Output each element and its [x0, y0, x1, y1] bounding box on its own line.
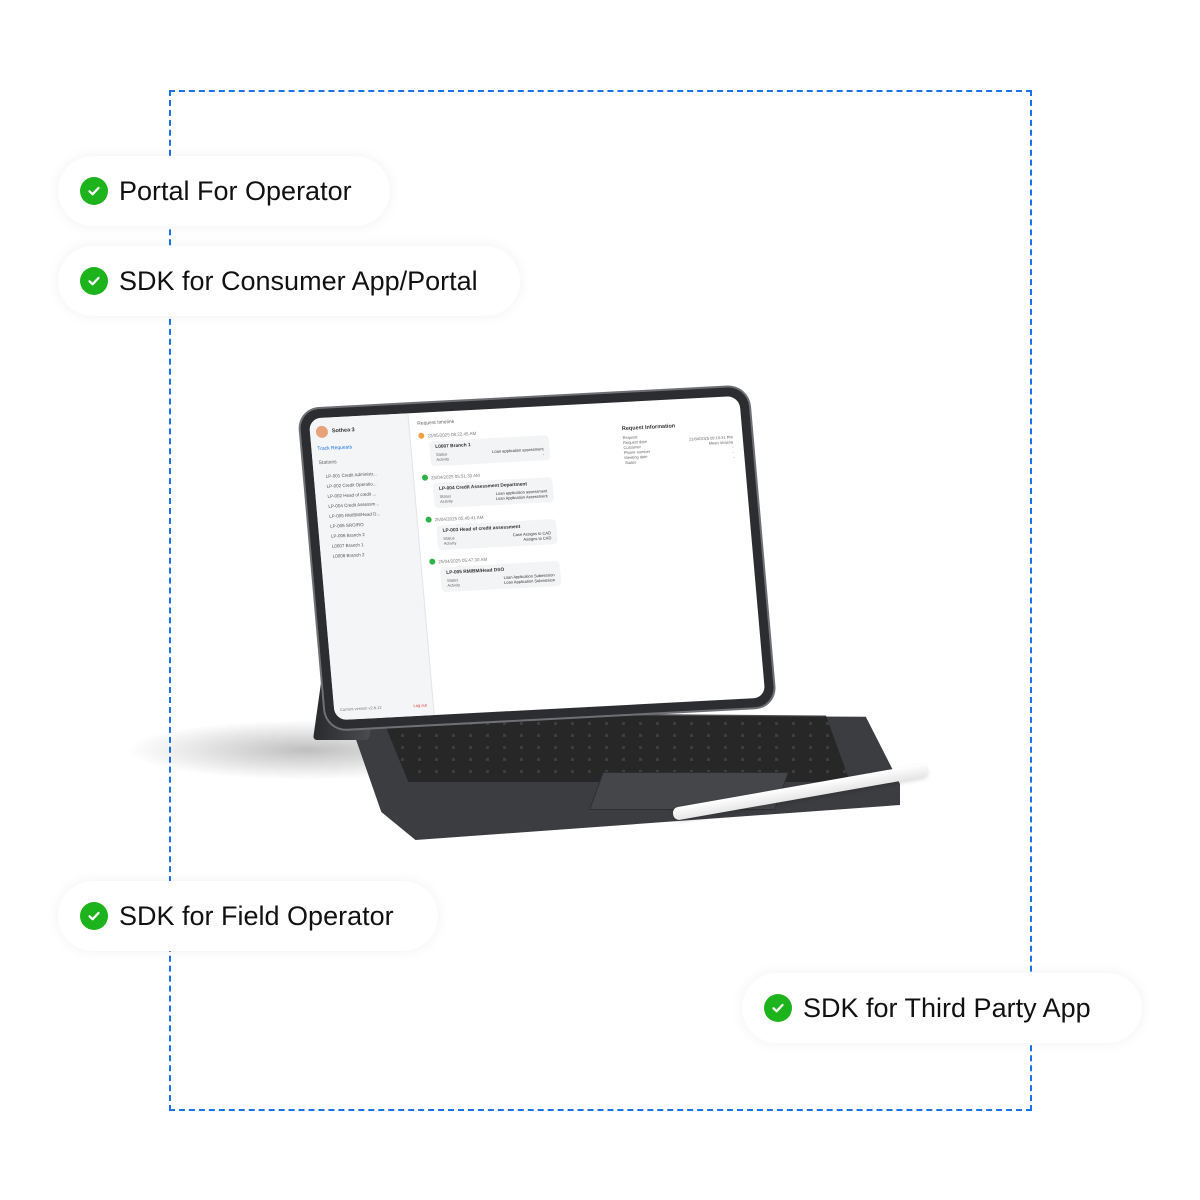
tablet: Sothea 3 Track Requests Stations LP-001 … [299, 386, 783, 730]
feature-pill-portal-operator: Portal For Operator [58, 156, 390, 226]
logout-button[interactable]: Log out [413, 702, 428, 709]
check-circle-icon [80, 267, 108, 295]
check-circle-icon [80, 902, 108, 930]
tablet-bezel: Sothea 3 Track Requests Stations LP-001 … [299, 386, 776, 730]
feature-pill-consumer-sdk: SDK for Consumer App/Portal [58, 246, 520, 316]
user-profile: Sothea 3 [315, 422, 403, 439]
timeline-card[interactable]: LP-004 Credit Assessment Department Stat… [432, 477, 555, 509]
feature-label: SDK for Consumer App/Portal [119, 265, 478, 296]
status-dot [425, 516, 432, 523]
sidebar-footer: Current version v2.8.12 Log out [340, 702, 427, 712]
app-main: Request timeline 22/05/2025 08:22:45 AM … [408, 396, 765, 715]
dashed-frame [169, 90, 1032, 1111]
check-circle-icon [764, 994, 792, 1022]
check-circle-icon [80, 177, 108, 205]
feature-pill-third-party-sdk: SDK for Third Party App [742, 973, 1142, 1043]
feature-label: SDK for Field Operator [119, 900, 394, 931]
tablet-screen: Sothea 3 Track Requests Stations LP-001 … [308, 395, 766, 721]
feature-label: SDK for Third Party App [803, 992, 1091, 1023]
status-dot [421, 474, 429, 481]
avatar [315, 425, 329, 439]
status-dot [418, 432, 425, 439]
feature-pill-field-operator-sdk: SDK for Field Operator [58, 881, 438, 951]
request-info-panel: Request Information Request Request date… [622, 420, 735, 465]
stations-heading: Stations [318, 459, 337, 467]
version-text: Current version v2.8.12 [339, 704, 382, 712]
feature-label: Portal For Operator [119, 175, 352, 206]
keyboard-keys [379, 712, 850, 782]
nav-track-requests[interactable]: Track Requests [317, 444, 353, 453]
user-name: Sothea 3 [331, 427, 355, 435]
status-dot [429, 558, 436, 565]
